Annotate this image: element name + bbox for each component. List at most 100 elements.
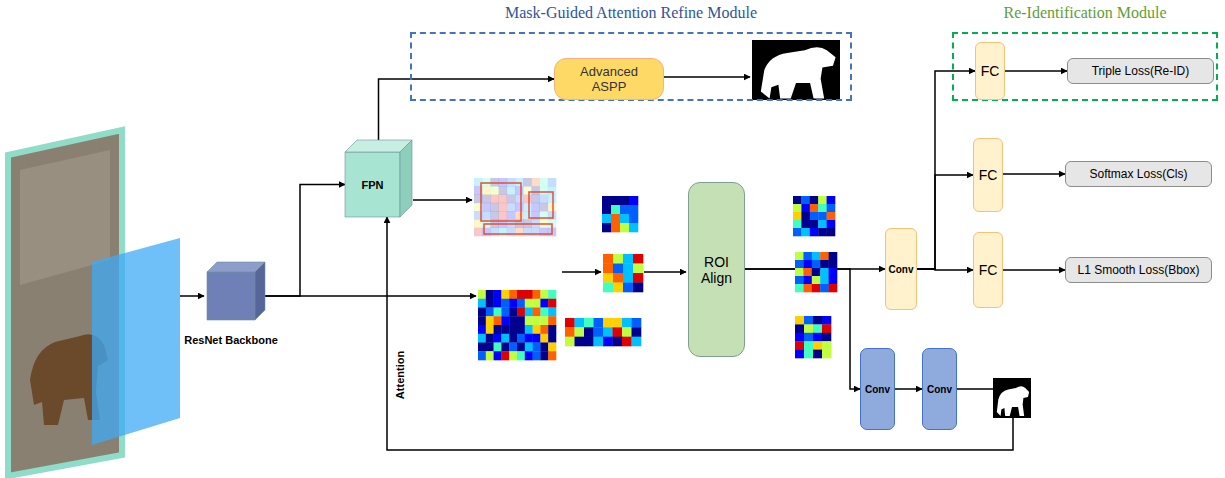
heatmap-cell bbox=[501, 334, 509, 343]
node-label: Triple Loss(Re-ID) bbox=[1092, 64, 1190, 78]
heatmap-cell bbox=[818, 196, 827, 204]
heatmap-cell bbox=[575, 318, 585, 328]
heatmap-cell bbox=[499, 195, 508, 204]
cube-face bbox=[207, 272, 255, 320]
heatmap-cell bbox=[633, 264, 643, 274]
heatmap-cell bbox=[818, 212, 827, 220]
heatmap-cell bbox=[509, 308, 517, 317]
heatmap-cell bbox=[818, 220, 827, 228]
flow-arrow bbox=[562, 271, 601, 273]
heatmap-cell bbox=[793, 220, 802, 228]
heatmap-cell bbox=[540, 290, 548, 299]
heatmap-cell bbox=[613, 273, 623, 283]
heatmap-cell bbox=[486, 308, 494, 317]
heatmap-cell bbox=[603, 283, 613, 293]
heatmap-cell bbox=[494, 351, 502, 360]
heatmap-cell bbox=[829, 252, 838, 260]
heatmap-cell bbox=[486, 325, 494, 334]
heatmap-cell bbox=[509, 325, 517, 334]
heatmap-cell bbox=[523, 228, 532, 237]
heatmap-cell bbox=[515, 195, 524, 204]
heatmap-cell bbox=[517, 316, 525, 325]
heatmap-cell bbox=[482, 195, 491, 204]
heatmap-cell bbox=[525, 299, 533, 308]
heatmap-cell bbox=[517, 334, 525, 343]
heatmap-cell bbox=[478, 316, 486, 325]
node-label: ROI Align bbox=[695, 254, 738, 286]
heatmap-cell bbox=[501, 343, 509, 352]
proposal-box bbox=[529, 192, 553, 218]
heatmap-cell bbox=[507, 211, 516, 220]
heatmap-cell bbox=[494, 325, 502, 334]
fc-layer: FC bbox=[973, 232, 1003, 308]
heatmap-cell bbox=[482, 203, 491, 212]
heatmap-cell bbox=[548, 308, 556, 317]
heatmap-cell bbox=[509, 316, 517, 325]
heatmap-cell bbox=[801, 220, 810, 228]
heatmap-cell bbox=[515, 211, 524, 220]
heatmap-cell bbox=[548, 203, 557, 212]
heatmap-cell bbox=[795, 260, 804, 268]
flow-connector bbox=[1003, 269, 1065, 271]
node-label: Softmax Loss(Cls) bbox=[1089, 167, 1187, 181]
heatmap-cell bbox=[818, 204, 827, 212]
heatmap-cell bbox=[548, 299, 556, 308]
heatmap-cell bbox=[613, 318, 623, 328]
module-title: Mask-Guided Attention Refine Module bbox=[412, 4, 850, 22]
heatmap-cell bbox=[490, 211, 499, 220]
heatmap-cell bbox=[613, 337, 623, 347]
conv-layer: Conv bbox=[922, 348, 957, 430]
heatmap-cell bbox=[515, 186, 524, 195]
proposal-box bbox=[484, 224, 552, 234]
node-label: Conv bbox=[889, 264, 914, 275]
heatmap-cell bbox=[540, 351, 548, 360]
heatmap-cell bbox=[813, 324, 822, 333]
heatmap-cell bbox=[611, 214, 620, 223]
heatmap-cell bbox=[523, 178, 532, 187]
heatmap-cell bbox=[623, 273, 633, 283]
heatmap-cell bbox=[611, 223, 620, 232]
heatmap-cell bbox=[533, 308, 541, 317]
mask-ground bbox=[752, 40, 840, 100]
flow-connector bbox=[917, 175, 973, 269]
heatmap-cell bbox=[540, 308, 548, 317]
heatmap-cell bbox=[540, 203, 549, 212]
heatmap-cell bbox=[803, 260, 812, 268]
heatmap-cell bbox=[533, 299, 541, 308]
flow-arrow bbox=[265, 295, 476, 297]
heatmap-cell bbox=[486, 343, 494, 352]
heatmap-cell bbox=[813, 316, 822, 325]
heatmap-cell bbox=[793, 196, 802, 204]
heatmap-cell bbox=[820, 284, 829, 292]
heatmap-cell bbox=[629, 214, 638, 223]
heatmap-cell bbox=[793, 204, 802, 212]
heatmap-cell bbox=[507, 203, 516, 212]
heatmap-cell bbox=[611, 205, 620, 214]
heatmap-cell bbox=[531, 228, 540, 237]
heatmap-cell bbox=[820, 268, 829, 276]
heatmap-cell bbox=[515, 203, 524, 212]
heatmap-cell bbox=[803, 268, 812, 276]
heatmap-cell bbox=[603, 337, 613, 347]
heatmap-cell bbox=[795, 276, 804, 284]
heatmap-cell bbox=[540, 334, 548, 343]
heatmap-cell bbox=[827, 204, 836, 212]
heatmap-cell bbox=[812, 260, 821, 268]
heatmap-cell bbox=[613, 327, 623, 337]
flow-arrow bbox=[180, 295, 204, 297]
heatmap-cell bbox=[602, 223, 611, 232]
heatmap-cell bbox=[517, 299, 525, 308]
heatmap-cell bbox=[533, 316, 541, 325]
heatmap-cell bbox=[801, 212, 810, 220]
heatmap-cell bbox=[523, 195, 532, 204]
fpn-cube: FPN bbox=[345, 152, 400, 217]
heatmap-cell bbox=[486, 290, 494, 299]
heatmap-cell bbox=[827, 212, 836, 220]
proposal-boxes bbox=[481, 183, 553, 234]
heatmap-cell bbox=[622, 337, 632, 347]
heatmap-cell bbox=[525, 343, 533, 352]
heatmap-cell bbox=[478, 325, 486, 334]
heatmap-cell bbox=[829, 268, 838, 276]
node-label: Conv bbox=[927, 384, 952, 395]
heatmap-cell bbox=[620, 223, 629, 232]
